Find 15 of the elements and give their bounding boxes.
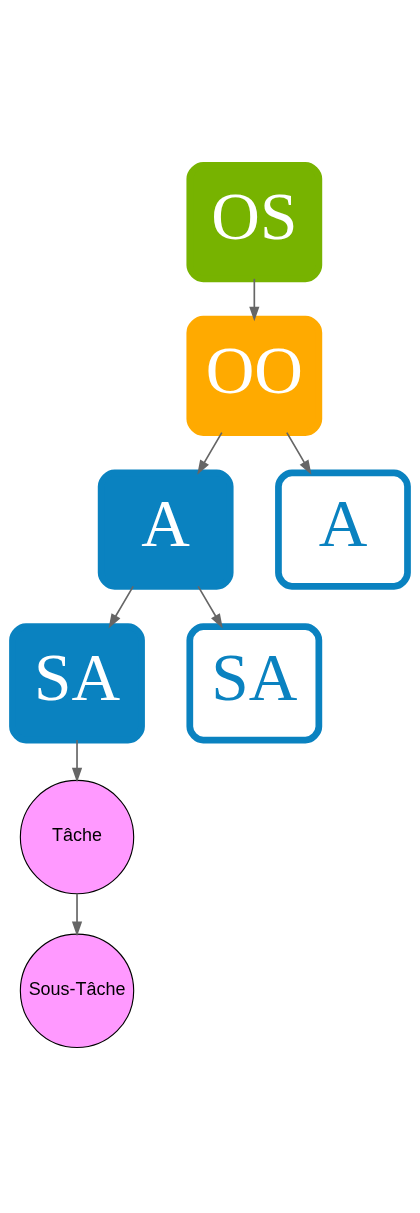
node-box: A bbox=[97, 469, 234, 590]
node-box: OO bbox=[186, 315, 323, 436]
arrow bbox=[286, 431, 312, 475]
node-box: A bbox=[275, 469, 411, 590]
arrow bbox=[197, 431, 223, 475]
arrow bbox=[71, 739, 83, 783]
node-box: SA bbox=[186, 623, 323, 744]
node-box: OS bbox=[186, 162, 323, 283]
node-circle: Sous-Tâche bbox=[19, 933, 135, 1049]
node-circle: Tâche bbox=[19, 779, 135, 895]
node-box: SA bbox=[9, 623, 145, 744]
arrow bbox=[71, 892, 83, 937]
arrow bbox=[108, 585, 134, 629]
arrow bbox=[249, 278, 260, 322]
arrow bbox=[197, 585, 223, 629]
